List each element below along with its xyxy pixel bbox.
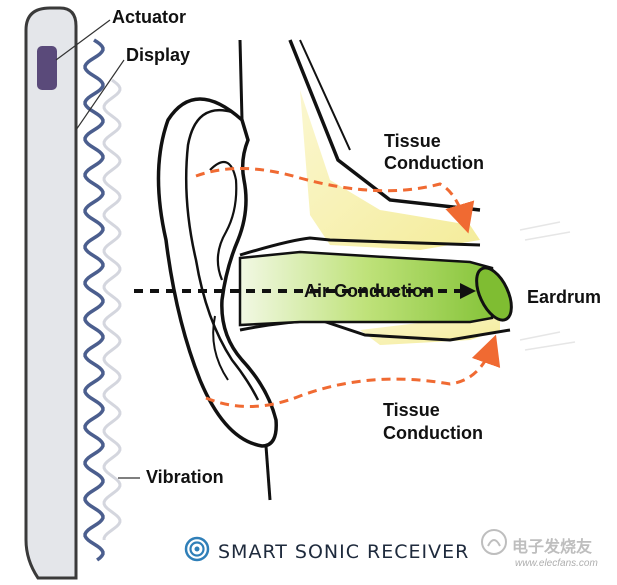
ear-fold [209, 160, 238, 281]
actuator-leader-line [55, 19, 111, 61]
air-conduction-arrowhead [460, 283, 476, 299]
ear-canal [238, 250, 494, 327]
outer-ear [156, 97, 278, 448]
actuator-block [37, 46, 57, 90]
display-leader-line [75, 59, 125, 131]
skull-outline-inner [299, 39, 351, 151]
label-tissue-top-2: Conduction [384, 153, 484, 173]
tissue-region-upper [300, 90, 480, 250]
neck-line [264, 445, 272, 501]
watermark-logo-icon [480, 528, 508, 561]
vibration-echo-wave [102, 78, 122, 540]
tissue-conduction-arrow-top [195, 166, 475, 234]
ear-helix-inner [184, 108, 260, 401]
label-tissue-top-1: Tissue [384, 131, 441, 151]
face-line [238, 39, 244, 121]
eardrum-shape [475, 266, 513, 322]
label-vibration: Vibration [146, 467, 224, 487]
phone-body [24, 6, 78, 580]
watermark-url: www.elecfans.com [515, 558, 598, 569]
watermark: 电子发烧友 [480, 528, 592, 561]
label-tissue-bottom-1: Tissue [383, 400, 440, 420]
label-air-conduction: Air Conduction [304, 281, 434, 301]
ear-lobe-detail [212, 315, 229, 381]
vibration-wave [83, 38, 105, 562]
label-eardrum: Eardrum [527, 287, 602, 307]
background-hatch [519, 221, 576, 351]
brand-name: SMART SONIC RECEIVER [218, 540, 470, 563]
swirl-logo-icon [184, 536, 210, 567]
label-actuator: Actuator [112, 7, 187, 27]
canal-upper-wall [239, 236, 481, 257]
label-display: Display [126, 45, 191, 65]
label-tissue-bottom-2: Conduction [383, 423, 483, 443]
skull-outline [288, 39, 481, 212]
watermark-text: 电子发烧友 [512, 536, 593, 556]
tissue-conduction-arrow-bottom [205, 334, 501, 408]
brand-footer: SMART SONIC RECEIVER [184, 536, 469, 567]
